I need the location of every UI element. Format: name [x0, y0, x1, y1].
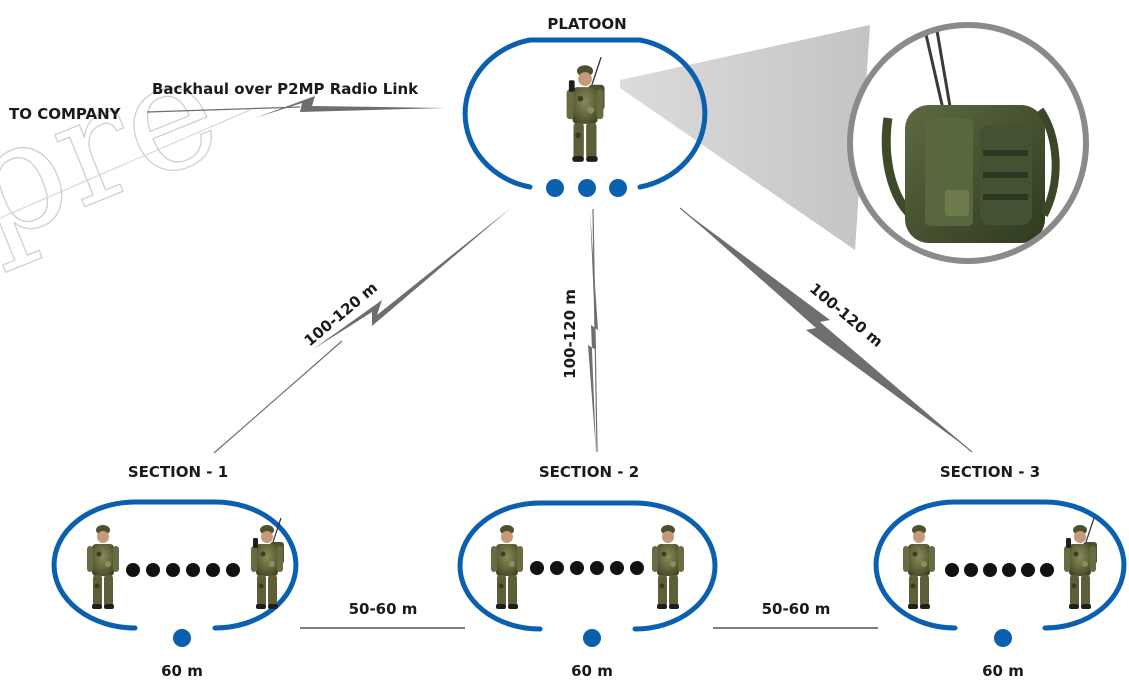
platoon-group: PLATOON — [462, 15, 708, 197]
watermark-text: pre — [0, 21, 241, 278]
gap-1-2-distance: 50-60 m — [349, 600, 418, 618]
section-2-member-dot — [550, 561, 564, 575]
section-1-width: 60 m — [161, 662, 203, 680]
section-1: SECTION - 1 60 m — [51, 463, 299, 680]
link-1-distance: 100-120 m — [301, 278, 381, 349]
link-2 — [588, 208, 598, 453]
link-3 — [679, 207, 973, 453]
gap-2-3-distance: 50-60 m — [762, 600, 831, 618]
section-1-radioman — [251, 518, 284, 609]
section-3-ellipse — [873, 499, 1127, 631]
section-1-node-dot — [173, 629, 191, 647]
section-2-title: SECTION - 2 — [539, 463, 639, 481]
section-3-member-dot — [1002, 563, 1016, 577]
radio-backpack-magnifier — [847, 22, 1089, 264]
section-3-member-dot — [945, 563, 959, 577]
section-1-ellipse — [51, 499, 299, 631]
section-3-soldier — [903, 525, 935, 609]
section-1-member-dot — [146, 563, 160, 577]
section-1-member-dot — [166, 563, 180, 577]
magnifier-beam — [620, 25, 870, 250]
section-2-member-dot — [530, 561, 544, 575]
section-3-member-dot — [964, 563, 978, 577]
to-company-label: TO COMPANY — [9, 105, 122, 123]
section-3-member-dot — [1021, 563, 1035, 577]
section-1-member-dot — [226, 563, 240, 577]
section-3-width: 60 m — [982, 662, 1024, 680]
section-2-soldier — [491, 525, 523, 609]
section-1-member-dot — [206, 563, 220, 577]
section-3-node-dot — [994, 629, 1012, 647]
section-2-soldier — [652, 525, 684, 609]
section-3-title: SECTION - 3 — [940, 463, 1040, 481]
section-3-member-dot — [983, 563, 997, 577]
platoon-node-dot — [609, 179, 627, 197]
magnifier-ring — [847, 22, 1089, 264]
section-2-member-dot — [610, 561, 624, 575]
section-1-title: SECTION - 1 — [128, 463, 228, 481]
backhaul-label: Backhaul over P2MP Radio Link — [152, 80, 419, 98]
platoon-radioman — [567, 57, 605, 162]
platoon-node-dot — [578, 179, 596, 197]
platoon-ellipse — [462, 37, 708, 190]
section-2-width: 60 m — [571, 662, 613, 680]
platoon-node-dot — [546, 179, 564, 197]
platoon-title: PLATOON — [547, 15, 626, 33]
gap-2-3: 50-60 m — [713, 600, 878, 629]
link-2-distance: 100-120 m — [561, 289, 579, 379]
backhaul-link — [146, 96, 445, 118]
radio-backpack-image — [881, 25, 1060, 243]
watermark: pre — [0, 20, 242, 279]
section-2-ellipse — [457, 500, 718, 632]
section-3-member-dot — [1040, 563, 1054, 577]
section-2: SECTION - 2 60 m — [457, 463, 718, 680]
link-1 — [213, 207, 512, 454]
section-2-node-dot — [583, 629, 601, 647]
gap-1-2: 50-60 m — [300, 600, 465, 629]
section-2-member-dot — [630, 561, 644, 575]
section-2-member-dot — [570, 561, 584, 575]
section-1-soldier — [87, 525, 119, 609]
section-3: SECTION - 3 60 m — [873, 463, 1127, 680]
section-1-member-dot — [186, 563, 200, 577]
watermark-guide-line — [0, 109, 251, 219]
section-3-radioman — [1064, 518, 1097, 609]
section-1-member-dot — [126, 563, 140, 577]
section-2-member-dot — [590, 561, 604, 575]
